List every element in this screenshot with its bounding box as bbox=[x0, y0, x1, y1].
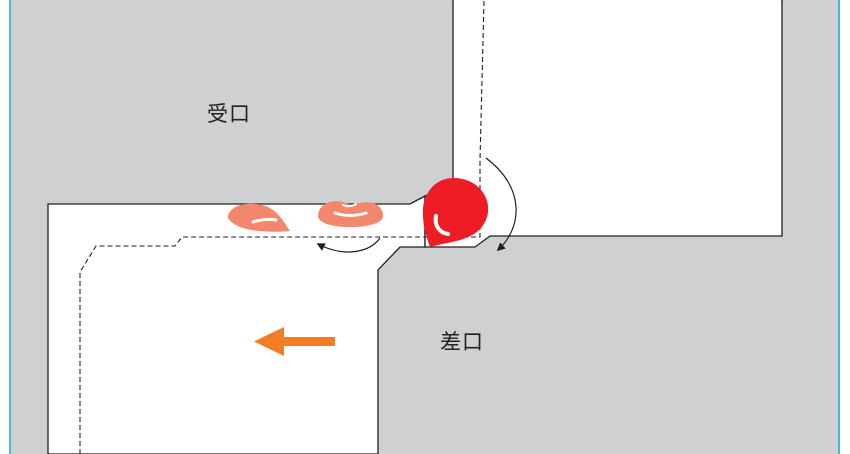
arrow-left-icon bbox=[254, 327, 335, 356]
droplet-icon bbox=[318, 201, 384, 228]
rotation-arrow-small bbox=[316, 237, 381, 253]
label-receiving-side: 受口 bbox=[207, 102, 251, 126]
dashed-bead-path bbox=[79, 0, 485, 454]
droplet-icon bbox=[422, 178, 489, 247]
opening-lower-left bbox=[47, 194, 426, 454]
frame-border bbox=[9, 0, 840, 454]
label-inserting-side: 差口 bbox=[440, 330, 484, 354]
rotation-arrow-corner bbox=[485, 157, 517, 252]
droplet-icon bbox=[228, 203, 290, 232]
